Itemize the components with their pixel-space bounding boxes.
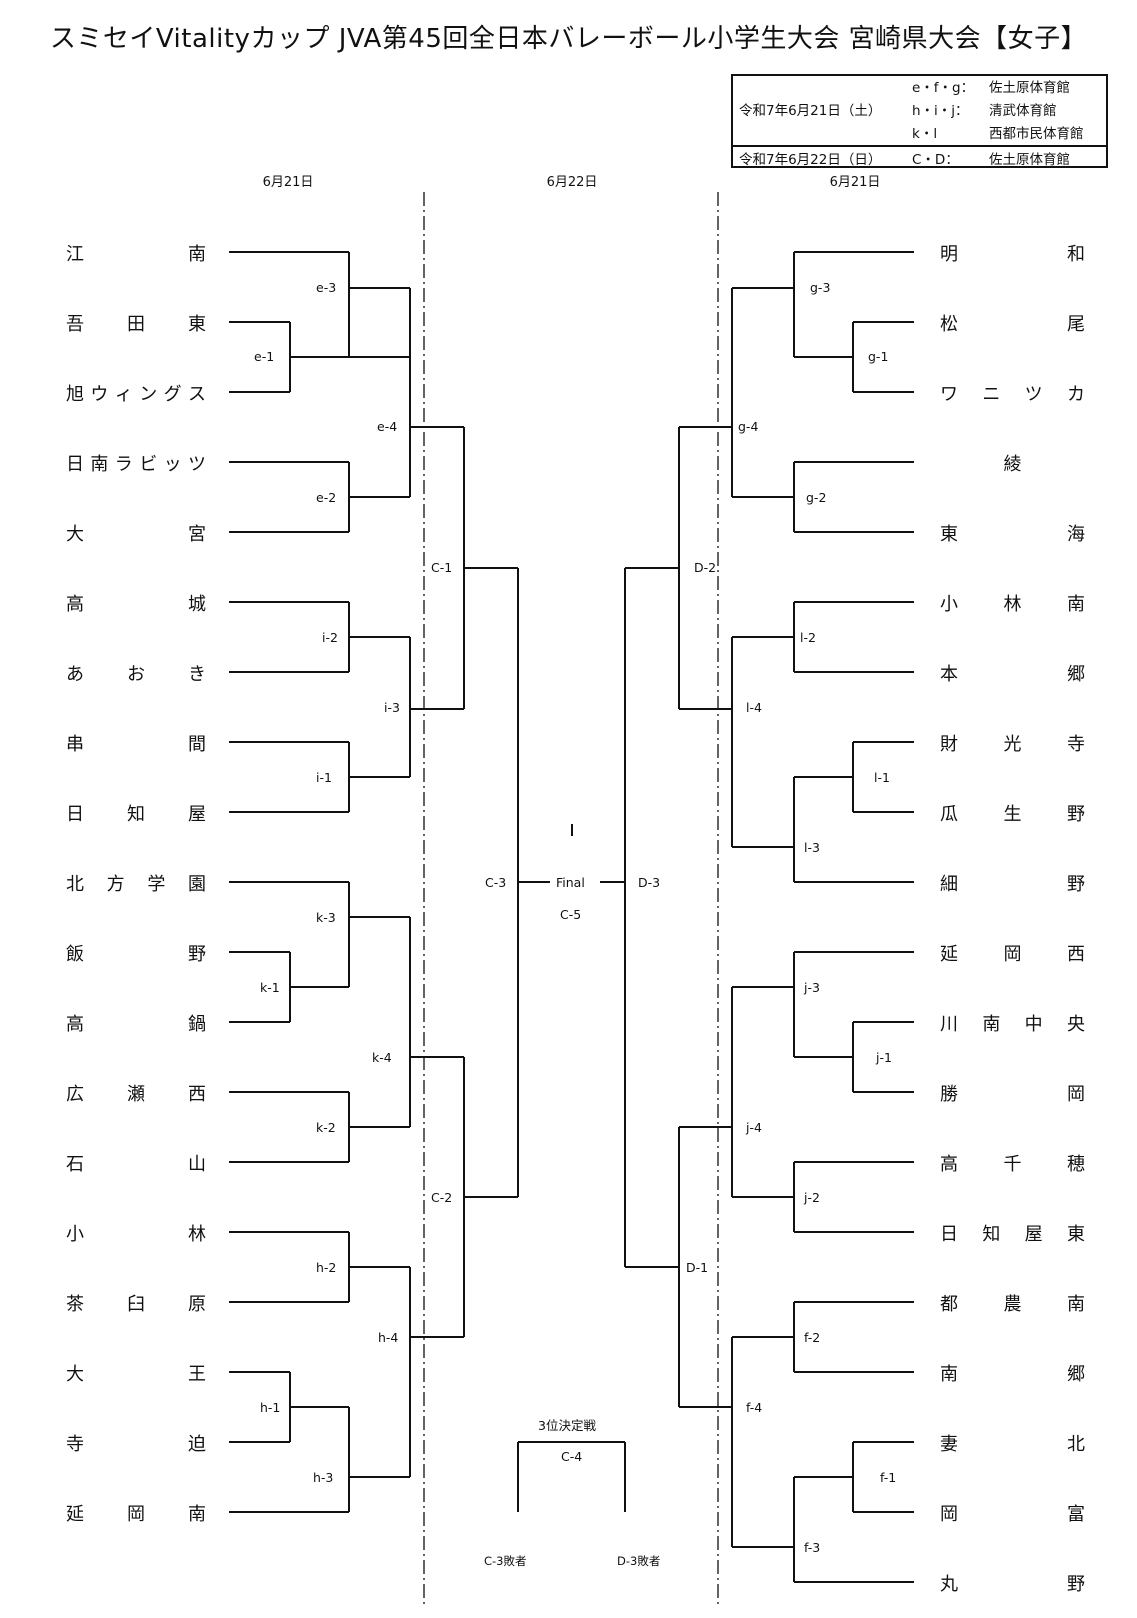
match-code: j-3 bbox=[804, 980, 820, 995]
match-code: D-1 bbox=[686, 1260, 709, 1275]
team-name: 飯野 bbox=[66, 944, 206, 965]
match-code: j-1 bbox=[876, 1050, 892, 1065]
team-name: 高城 bbox=[66, 594, 206, 615]
match-code: e-2 bbox=[316, 490, 337, 505]
team-name: 寺迫 bbox=[66, 1434, 206, 1455]
team-name: 石山 bbox=[66, 1154, 206, 1175]
team-name: 小林 bbox=[66, 1224, 206, 1245]
page-title: スミセイVitalityカップ JVA第45回全日本バレーボール小学生大会 宮崎… bbox=[49, 24, 1088, 54]
match-code: g-2 bbox=[806, 490, 827, 505]
team-name: 東海 bbox=[940, 524, 1085, 545]
match-code: l-3 bbox=[804, 840, 820, 855]
match-code: l-1 bbox=[874, 770, 890, 785]
team-name: 明和 bbox=[940, 244, 1085, 265]
team-name: 大王 bbox=[66, 1364, 206, 1385]
third-place-title: 3位決定戦 bbox=[538, 1418, 596, 1433]
match-code: C-2 bbox=[431, 1190, 453, 1205]
team-name: 松尾 bbox=[940, 314, 1085, 335]
match-code: l-2 bbox=[800, 630, 816, 645]
team-name: 延岡南 bbox=[66, 1504, 206, 1525]
team-name: 北方学園 bbox=[66, 874, 206, 895]
team-name: 本郷 bbox=[940, 664, 1085, 685]
info-venue: 佐土原体育館 bbox=[989, 152, 1070, 168]
third-place-left-source: C-3敗者 bbox=[484, 1554, 527, 1568]
team-name: 広瀬西 bbox=[66, 1084, 206, 1105]
match-code: h-3 bbox=[313, 1470, 334, 1485]
match-code: h-4 bbox=[378, 1330, 399, 1345]
info-venue: 清武体育館 bbox=[989, 103, 1057, 119]
team-name: 丸野 bbox=[940, 1574, 1085, 1595]
team-name: 南郷 bbox=[940, 1364, 1085, 1385]
match-code: i-3 bbox=[384, 700, 400, 715]
info-day2: 令和7年6月22日（日） bbox=[739, 152, 882, 168]
match-code: e-3 bbox=[316, 280, 337, 295]
match-code: D-3 bbox=[638, 875, 661, 890]
match-code: k-4 bbox=[372, 1050, 392, 1065]
team-name: 財光寺 bbox=[940, 734, 1085, 755]
match-code: j-4 bbox=[746, 1120, 762, 1135]
info-divider bbox=[733, 145, 1106, 147]
final-code: C-5 bbox=[560, 907, 582, 922]
team-name: 江南 bbox=[66, 244, 206, 265]
match-code: i-1 bbox=[316, 770, 332, 785]
team-name: 都農南 bbox=[940, 1294, 1085, 1315]
team-name: ワニツカ bbox=[940, 384, 1085, 405]
team-name: 綾 bbox=[1003, 454, 1022, 475]
team-name: 川南中央 bbox=[940, 1014, 1085, 1035]
team-name: 高鍋 bbox=[66, 1014, 206, 1035]
info-code: k・l bbox=[912, 126, 938, 142]
team-name: 日知屋東 bbox=[940, 1224, 1085, 1245]
team-name: 岡富 bbox=[940, 1504, 1085, 1525]
team-name: あおき bbox=[66, 664, 206, 685]
date-center: 6月22日 bbox=[546, 175, 598, 190]
team-name: 瓜生野 bbox=[940, 804, 1085, 825]
match-code: f-2 bbox=[804, 1330, 821, 1345]
team-name: 吾田東 bbox=[66, 314, 206, 335]
final-label: Final bbox=[556, 875, 585, 890]
match-code: f-1 bbox=[880, 1470, 897, 1485]
date-left: 6月21日 bbox=[262, 175, 314, 190]
info-venue: 佐土原体育館 bbox=[989, 80, 1070, 96]
match-code: g-4 bbox=[738, 419, 759, 434]
match-code: k-1 bbox=[260, 980, 280, 995]
team-name: 茶臼原 bbox=[66, 1294, 206, 1315]
match-code: D-2 bbox=[694, 560, 717, 575]
match-code: e-4 bbox=[377, 419, 398, 434]
team-name: 串間 bbox=[66, 734, 206, 755]
info-venue: 西都市民体育館 bbox=[989, 126, 1084, 142]
match-code: i-2 bbox=[322, 630, 338, 645]
match-code: h-2 bbox=[316, 1260, 337, 1275]
team-name: 細野 bbox=[940, 874, 1085, 895]
team-name: 旭ウィングス bbox=[66, 384, 206, 405]
third-place-right-source: D-3敗者 bbox=[617, 1554, 661, 1568]
team-name: 高千穂 bbox=[940, 1154, 1085, 1175]
team-name: 小林南 bbox=[940, 594, 1085, 615]
team-name: 大宮 bbox=[66, 524, 206, 545]
info-code: C・D： bbox=[912, 152, 959, 168]
team-name: 妻北 bbox=[940, 1434, 1085, 1455]
third-place-code: C-4 bbox=[561, 1449, 583, 1464]
match-code: h-1 bbox=[260, 1400, 281, 1415]
match-code: C-3 bbox=[485, 875, 507, 890]
info-code: e・f・g： bbox=[912, 80, 975, 96]
match-code: g-3 bbox=[810, 280, 831, 295]
venue-info-box: 令和7年6月21日（土） e・f・g： 佐土原体育館 h・i・j： 清武体育館 … bbox=[731, 74, 1108, 168]
info-day1: 令和7年6月21日（土） bbox=[739, 103, 882, 119]
match-code: k-2 bbox=[316, 1120, 336, 1135]
team-name: 日南ラビッツ bbox=[66, 454, 206, 475]
team-name: 延岡西 bbox=[940, 944, 1085, 965]
team-name: 勝岡 bbox=[940, 1084, 1085, 1105]
match-code: g-1 bbox=[868, 349, 889, 364]
match-code: C-1 bbox=[431, 560, 453, 575]
date-right: 6月21日 bbox=[829, 175, 881, 190]
info-code: h・i・j： bbox=[912, 103, 969, 119]
match-code: j-2 bbox=[804, 1190, 820, 1205]
team-name: 日知屋 bbox=[66, 804, 206, 825]
match-code: k-3 bbox=[316, 910, 336, 925]
match-code: l-4 bbox=[746, 700, 762, 715]
match-code: f-4 bbox=[746, 1400, 763, 1415]
match-code: e-1 bbox=[254, 349, 275, 364]
match-code: f-3 bbox=[804, 1540, 821, 1555]
